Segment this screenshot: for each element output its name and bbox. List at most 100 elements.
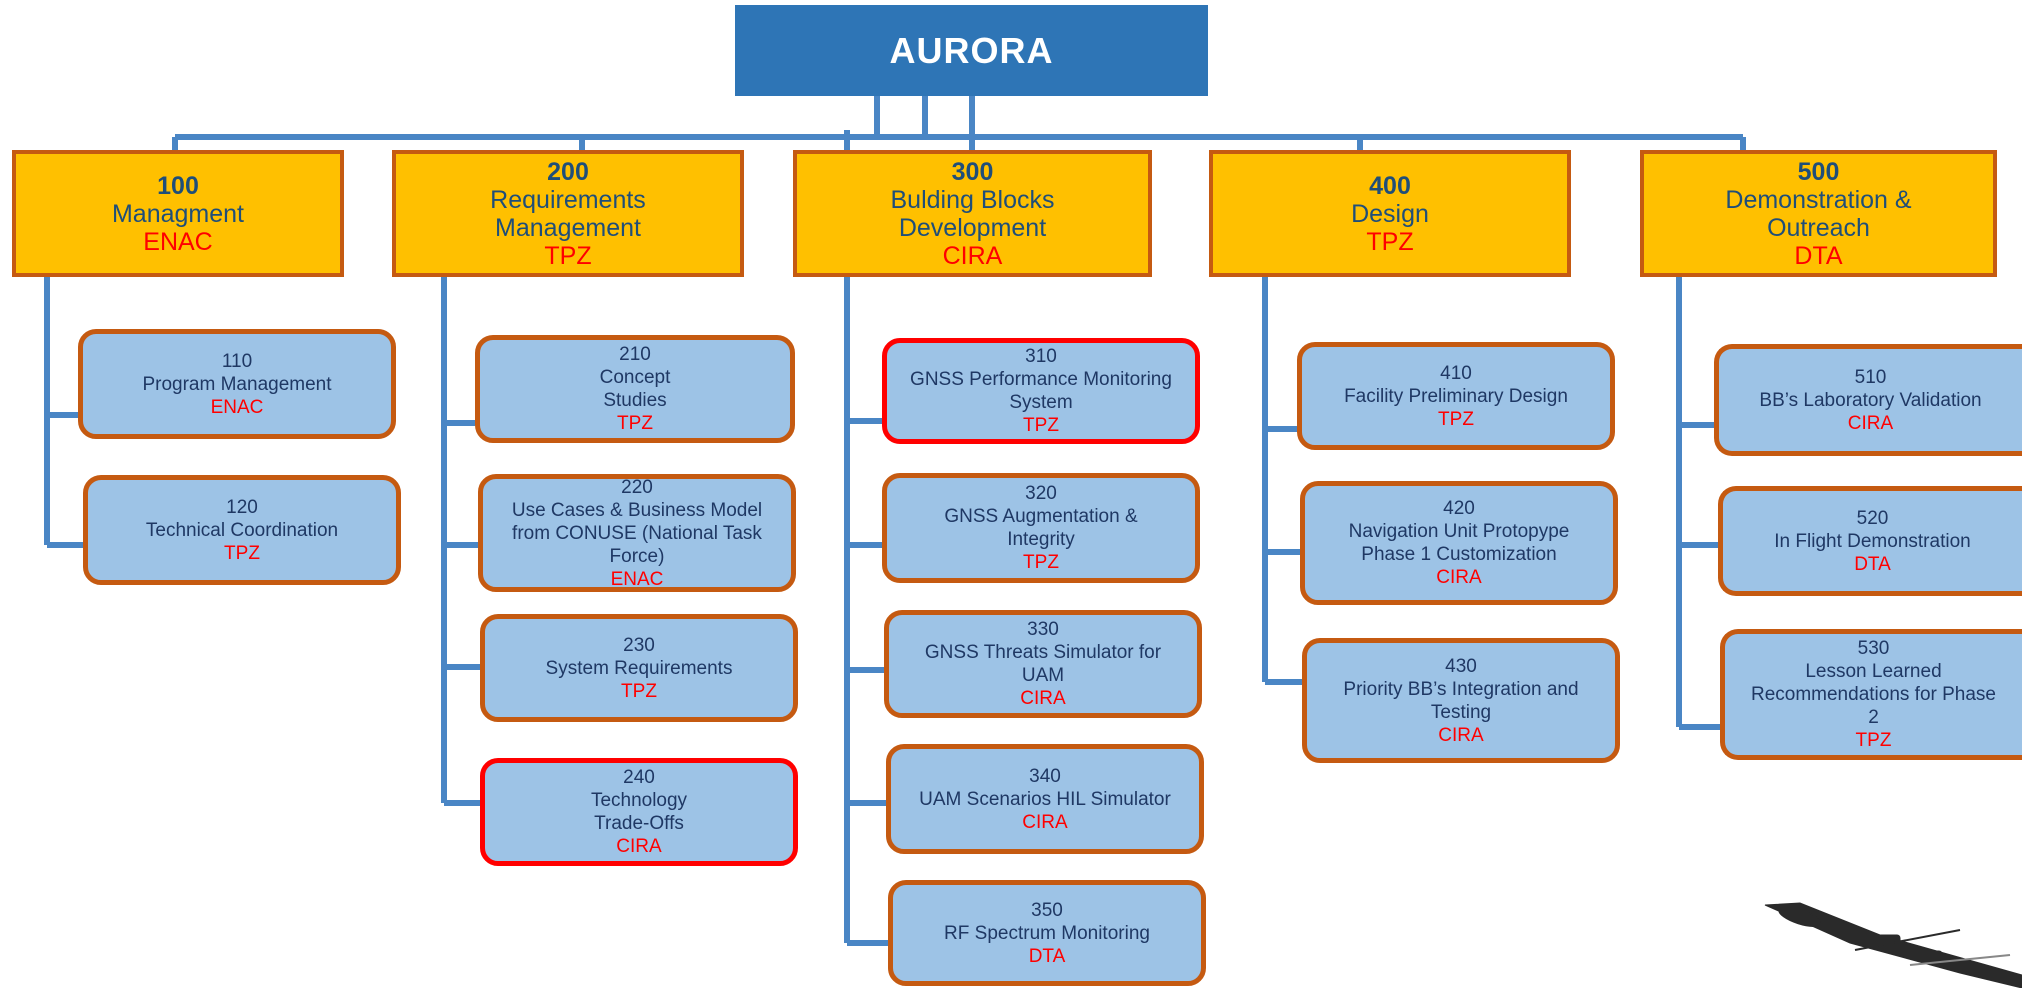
task-owner: TPZ	[1023, 552, 1059, 573]
task-title-line: In Flight Demonstration	[1774, 530, 1971, 552]
task-title-line: Navigation Unit Protopype	[1348, 521, 1570, 542]
task-owner: CIRA	[1022, 811, 1068, 833]
task-title-line: GNSS Threats Simulator for	[924, 642, 1162, 663]
task-number: 220	[621, 476, 653, 498]
task-number: 530	[1857, 638, 1890, 659]
task-title-line: Recommendations for Phase	[1750, 684, 1996, 705]
task-number: 420	[1443, 498, 1475, 519]
wp-number: 200	[547, 157, 589, 186]
wp-title-line: Bulding Blocks	[890, 185, 1055, 214]
task-owner: TPZ	[621, 680, 657, 702]
wp-title-line: Demonstration &	[1725, 185, 1912, 214]
root-node-aurora: AURORA	[735, 5, 1208, 96]
task-title-line: Priority BB’s Integration and	[1343, 678, 1579, 700]
task-owner: TPZ	[1855, 730, 1892, 751]
task-number: 430	[1445, 655, 1477, 677]
wp-owner: CIRA	[942, 241, 1003, 270]
task-owner: TPZ	[617, 413, 653, 434]
task-number: 510	[1854, 366, 1887, 388]
task-number: 330	[1027, 619, 1059, 640]
task-320-box: 320 GNSS Augmentation & Integrity TPZ	[882, 473, 1200, 583]
task-number: 350	[1031, 899, 1063, 921]
task-title-line: Integrity	[1007, 529, 1075, 550]
task-owner: CIRA	[1436, 567, 1482, 588]
task-title-line: Phase 1 Customization	[1361, 544, 1557, 565]
wp-400-box: 400 Design TPZ	[1209, 150, 1571, 277]
task-title-line: 2	[1868, 707, 1879, 728]
task-number: 310	[1025, 346, 1057, 367]
task-owner: CIRA	[1020, 688, 1066, 709]
task-530-box: 530 Lesson Learned Recommendations for P…	[1720, 629, 2022, 760]
wp-owner: DTA	[1794, 241, 1843, 270]
task-owner: DTA	[1854, 553, 1891, 575]
wp-number: 300	[951, 157, 994, 186]
root-label: AURORA	[889, 29, 1054, 71]
wp-number: 400	[1369, 171, 1411, 200]
wp-title-line: Requirements	[490, 185, 646, 214]
task-title-line: Trade-Offs	[594, 813, 684, 834]
task-number: 240	[623, 767, 655, 788]
task-title-line: UAM Scenarios HIL Simulator	[919, 788, 1171, 810]
wp-500-box: 500 Demonstration & Outreach DTA	[1640, 150, 1997, 277]
task-number: 210	[619, 344, 651, 365]
task-420-box: 420 Navigation Unit Protopype Phase 1 Cu…	[1300, 481, 1618, 605]
task-title-line: GNSS Augmentation &	[944, 506, 1138, 527]
task-title-line: BB’s Laboratory Validation	[1759, 389, 1982, 411]
task-510-box: 510 BB’s Laboratory Validation CIRA	[1714, 344, 2022, 456]
wp-number: 500	[1797, 157, 1840, 186]
wp-title-line: Outreach	[1767, 213, 1870, 242]
task-owner: TPZ	[1438, 408, 1474, 430]
task-owner: TPZ	[224, 542, 260, 564]
task-number: 110	[221, 350, 253, 372]
task-430-box: 430 Priority BB’s Integration and Testin…	[1302, 638, 1620, 763]
task-owner: DTA	[1028, 945, 1066, 967]
task-title-line: System	[1009, 392, 1073, 413]
wp-number: 100	[157, 171, 199, 200]
drone-silhouette-icon	[1764, 902, 2022, 988]
wp-100-box: 100 Managment ENAC	[12, 150, 344, 277]
task-340-box: 340 UAM Scenarios HIL Simulator CIRA	[886, 744, 1204, 854]
task-owner: ENAC	[610, 568, 664, 590]
task-title-line: Force)	[609, 545, 665, 567]
task-410-box: 410 Facility Preliminary Design TPZ	[1297, 342, 1615, 450]
task-310-box: 310 GNSS Performance Monitoring System T…	[882, 338, 1200, 444]
task-owner: CIRA	[1438, 724, 1484, 746]
task-title-line: UAM	[1021, 665, 1065, 686]
task-number: 340	[1029, 765, 1061, 787]
wp-owner: TPZ	[1366, 227, 1414, 256]
task-220-box: 220 Use Cases & Business Model from CONU…	[478, 474, 796, 592]
task-title-line: GNSS Performance Monitoring	[910, 369, 1172, 390]
wp-title-line: Management	[495, 213, 641, 242]
task-number: 230	[623, 634, 655, 656]
task-title-line: Studies	[603, 390, 667, 411]
task-110-box: 110 Program Management ENAC	[78, 329, 396, 439]
task-240-box: 240 Technology Trade-Offs CIRA	[480, 758, 798, 866]
task-number: 410	[1440, 362, 1472, 384]
wp-title-line: Managment	[111, 199, 245, 228]
task-330-box: 330 GNSS Threats Simulator for UAM CIRA	[884, 610, 1202, 718]
wp-title-line: Design	[1351, 199, 1429, 228]
task-120-box: 120 Technical Coordination TPZ	[83, 475, 401, 585]
task-title-line: Facility Preliminary Design	[1344, 385, 1568, 407]
wp-owner: TPZ	[544, 241, 592, 270]
task-number: 320	[1025, 483, 1057, 504]
task-title-line: RF Spectrum Monitoring	[944, 922, 1150, 944]
task-title-line: Program Management	[142, 373, 332, 395]
task-owner: CIRA	[1847, 412, 1894, 434]
wp-owner: ENAC	[143, 227, 213, 256]
wp-title-line: Development	[898, 213, 1047, 242]
task-title-line: Testing	[1430, 701, 1492, 723]
task-350-box: 350 RF Spectrum Monitoring DTA	[888, 880, 1206, 986]
task-210-box: 210 Concept Studies TPZ	[475, 335, 795, 443]
task-title-line: Technical Coordination	[145, 519, 339, 541]
wp-200-box: 200 Requirements Management TPZ	[392, 150, 744, 277]
task-owner: ENAC	[210, 396, 264, 418]
wp-300-box: 300 Bulding Blocks Development CIRA	[793, 150, 1152, 277]
task-number: 520	[1856, 507, 1889, 529]
task-230-box: 230 System Requirements TPZ	[480, 614, 798, 722]
task-number: 120	[226, 496, 258, 518]
task-title-line: from CONUSE (National Task	[512, 522, 762, 544]
task-title-line: Lesson Learned	[1805, 661, 1942, 682]
task-owner: CIRA	[616, 836, 662, 857]
